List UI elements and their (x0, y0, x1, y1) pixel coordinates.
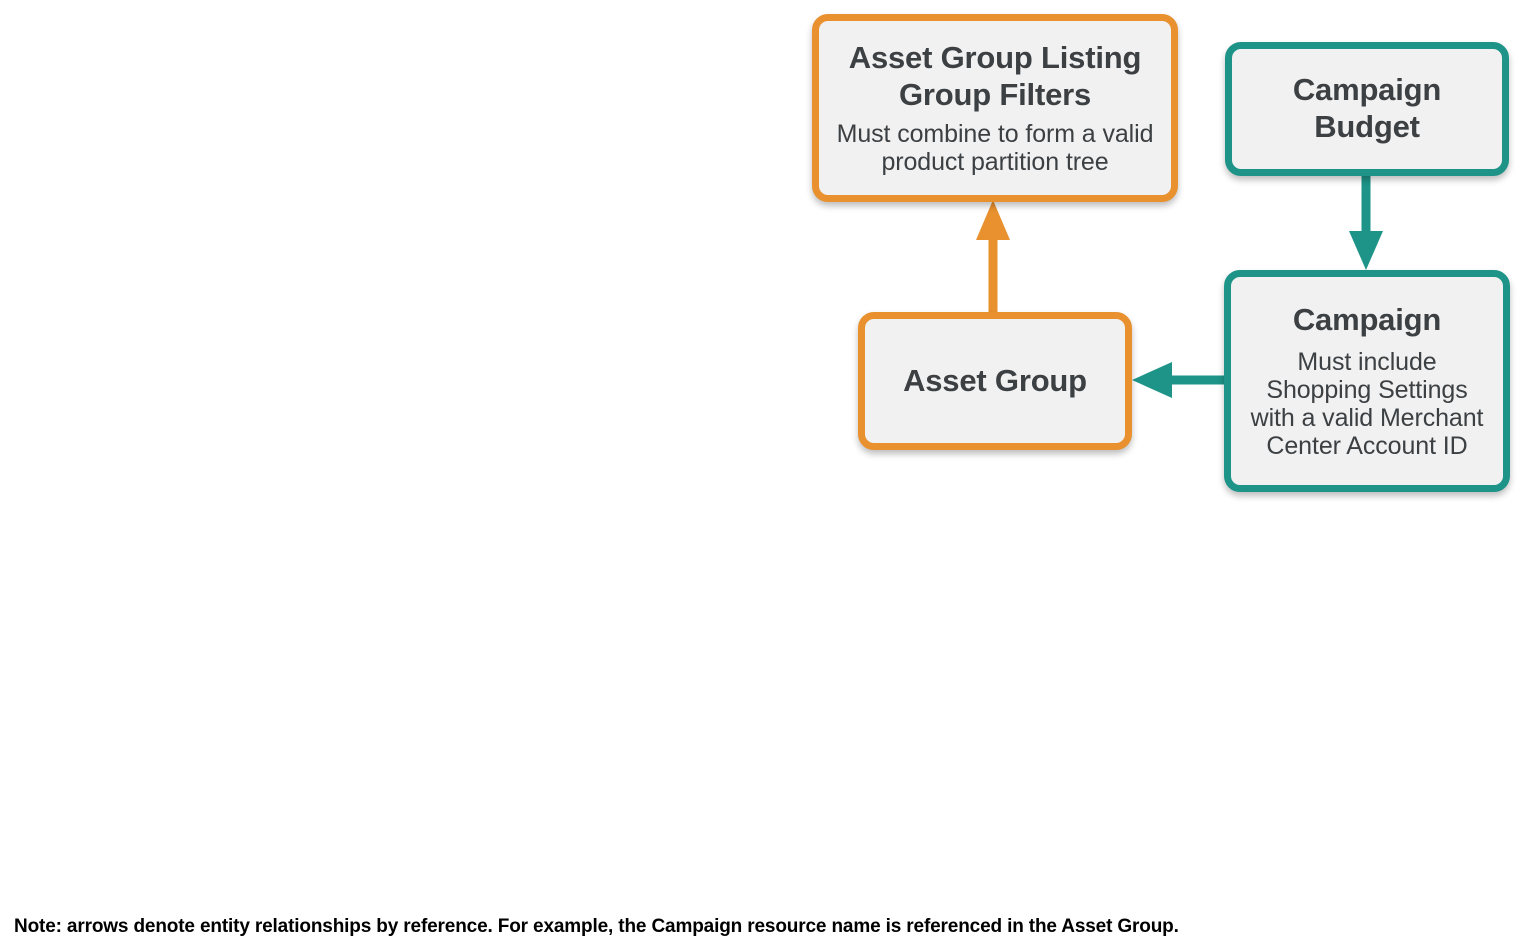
edge-campaign-budget-to-campaign (1349, 176, 1383, 270)
node-title: Campaign (1292, 301, 1442, 337)
node-campaign[interactable]: Campaign Must include Shopping Settings … (1224, 270, 1510, 492)
node-asset-group[interactable]: Asset Group (858, 312, 1132, 450)
edge-asset-group-to-listing-group-filters (976, 200, 1010, 312)
node-subtitle: Must include Shopping Settings with a va… (1250, 348, 1484, 461)
node-asset-group-listing-group-filters[interactable]: Asset Group Listing Group Filters Must c… (812, 14, 1178, 202)
diagram-footnote: Note: arrows denote entity relationships… (14, 916, 1179, 937)
node-title: Asset Group (903, 362, 1087, 398)
node-title: Asset Group Listing Group Filters (848, 39, 1142, 112)
node-campaign-budget[interactable]: Campaign Budget (1225, 42, 1509, 176)
node-subtitle: Must combine to form a valid product par… (836, 120, 1154, 177)
node-title: Campaign Budget (1292, 72, 1442, 144)
edge-campaign-to-asset-group (1132, 362, 1224, 398)
